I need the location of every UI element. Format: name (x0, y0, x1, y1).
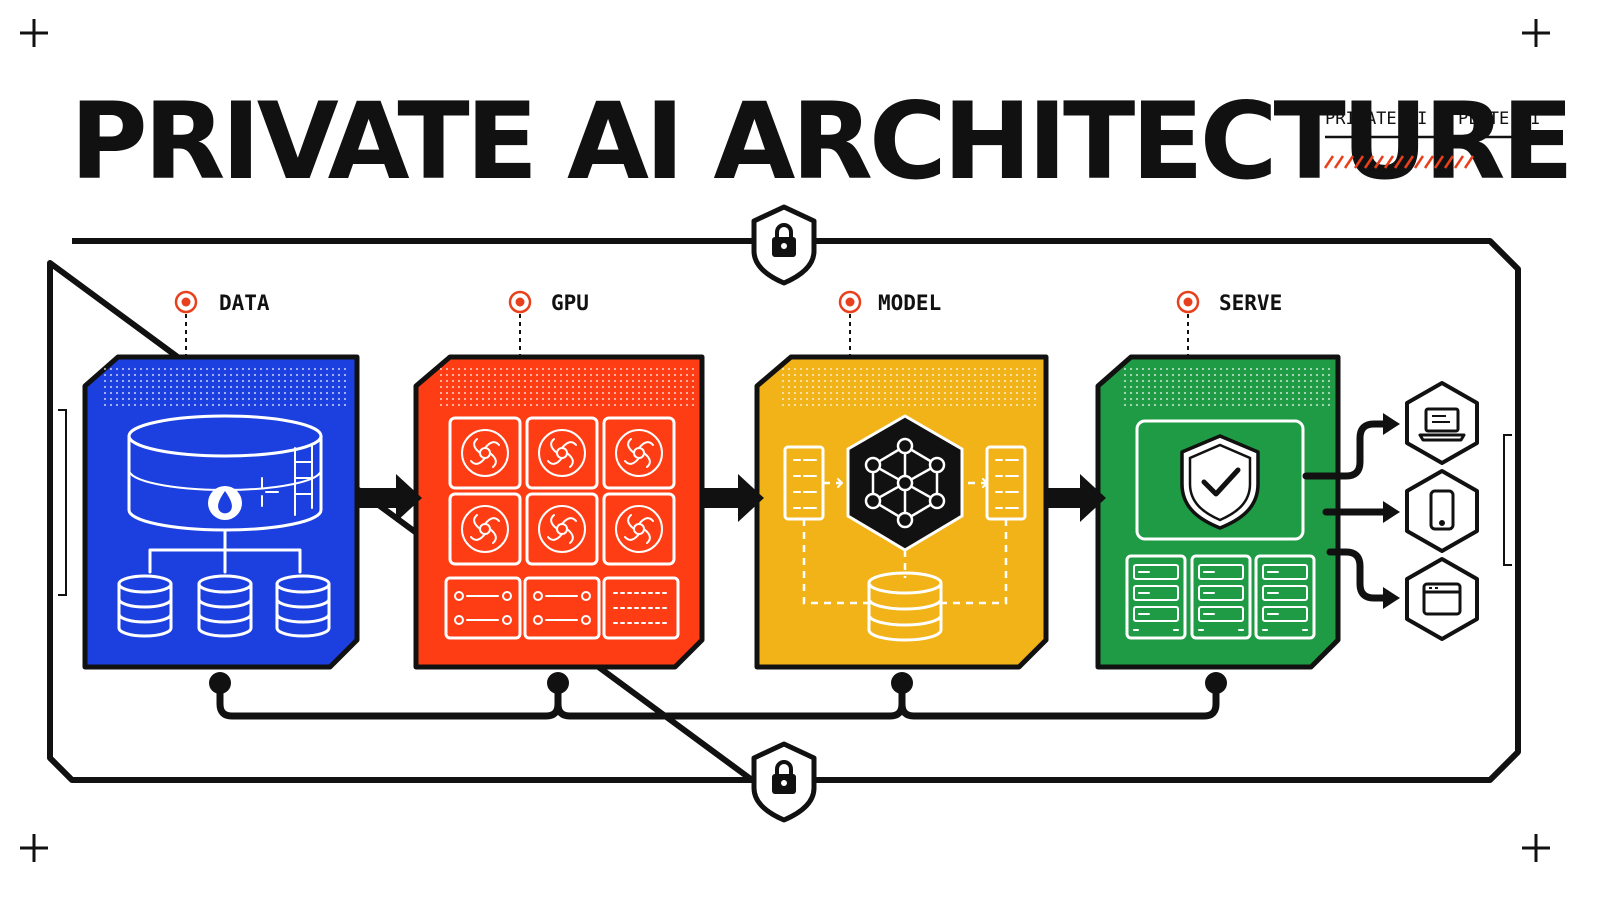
plate-label: PRIVATE AI · PLATE 01 (1325, 109, 1540, 129)
corner-crosshairs (20, 19, 1550, 862)
gpu-fan-grid (448, 416, 676, 566)
endpoint-laptop (1405, 381, 1479, 465)
stage-marker-gpu: GPU (508, 290, 589, 357)
page-title: PRIVATE AI ARCHITECTURE (70, 80, 1570, 203)
hatch-stripe (1323, 155, 1475, 169)
stage-marker-model: MODEL (838, 290, 941, 357)
output-connectors (1302, 413, 1400, 609)
shield-check-icon (1135, 419, 1305, 541)
arrow-gpu-to-model (702, 474, 764, 522)
database-icon (117, 414, 331, 638)
gpu-fan-icon (444, 416, 680, 640)
neural-network-icon (783, 414, 1027, 642)
stage-label-serve: SERVE (1219, 291, 1282, 315)
stage-panel-model (754, 354, 1049, 670)
stage-marker-serve: SERVE (1176, 290, 1282, 357)
stage-label-data: DATA (219, 291, 270, 315)
flow-arrows (357, 474, 1106, 522)
smartphone-icon (1429, 489, 1455, 531)
endpoint-phone (1405, 469, 1479, 553)
arrow-data-to-gpu (357, 474, 422, 522)
laptop-icon (1418, 407, 1466, 442)
stage-panel-gpu (413, 354, 705, 670)
lock-badge-bottom (751, 741, 817, 823)
stage-panel-data (82, 354, 360, 670)
stage-label-model: MODEL (878, 291, 941, 315)
gpu-rack-units (444, 576, 680, 640)
lock-badge-top (751, 204, 817, 286)
plate-badge: PRIVATE AI · PLATE 01 (1323, 109, 1540, 169)
arrow-model-to-serve (1046, 474, 1106, 522)
shared-bus (209, 672, 1227, 720)
browser-window-icon (1422, 582, 1462, 616)
lock-icon (772, 760, 796, 794)
stage-label-gpu: GPU (551, 291, 589, 315)
stage-panel-serve (1095, 354, 1341, 670)
endpoint-browser (1405, 557, 1479, 641)
lock-icon (772, 223, 796, 257)
frame-side-tabs (58, 409, 1512, 596)
server-rack-icon (1125, 554, 1316, 640)
stage-marker-data: DATA (174, 290, 270, 357)
